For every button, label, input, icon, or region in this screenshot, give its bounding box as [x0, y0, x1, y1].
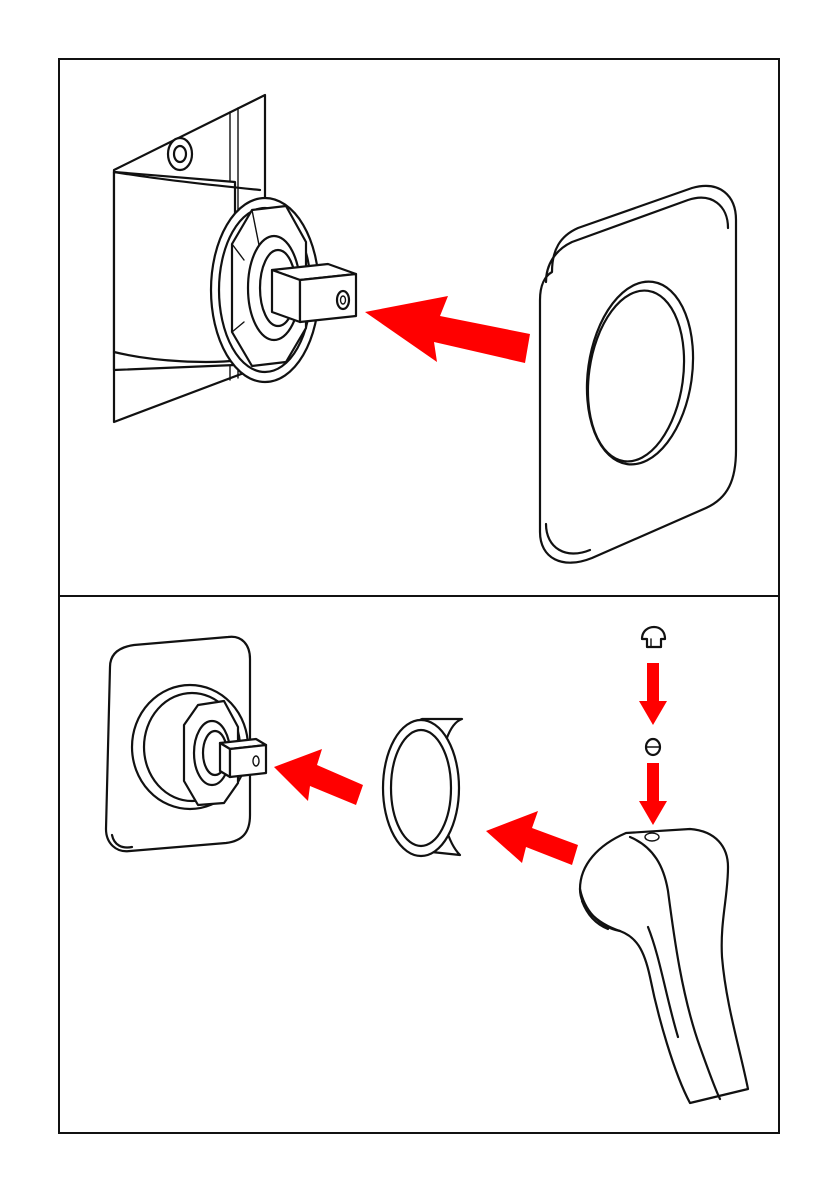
lever-handle	[580, 829, 748, 1103]
step-1-panel	[58, 58, 780, 597]
arrow-left-icon	[486, 811, 578, 865]
step-2-panel	[58, 595, 780, 1134]
set-screw	[646, 739, 660, 755]
collar-sleeve	[383, 719, 462, 856]
spindle	[220, 739, 266, 777]
step-1-illustration	[60, 60, 778, 595]
mounting-screw-icon	[168, 138, 192, 170]
step-2-illustration	[60, 597, 778, 1132]
cap-plug	[642, 627, 665, 647]
arrow-down-icon	[639, 763, 667, 825]
square-spindle	[272, 264, 356, 322]
arrow-left-icon	[365, 296, 530, 363]
arrow-left-icon	[274, 749, 363, 805]
cover-plate	[540, 186, 736, 563]
arrow-down-icon	[639, 663, 667, 725]
